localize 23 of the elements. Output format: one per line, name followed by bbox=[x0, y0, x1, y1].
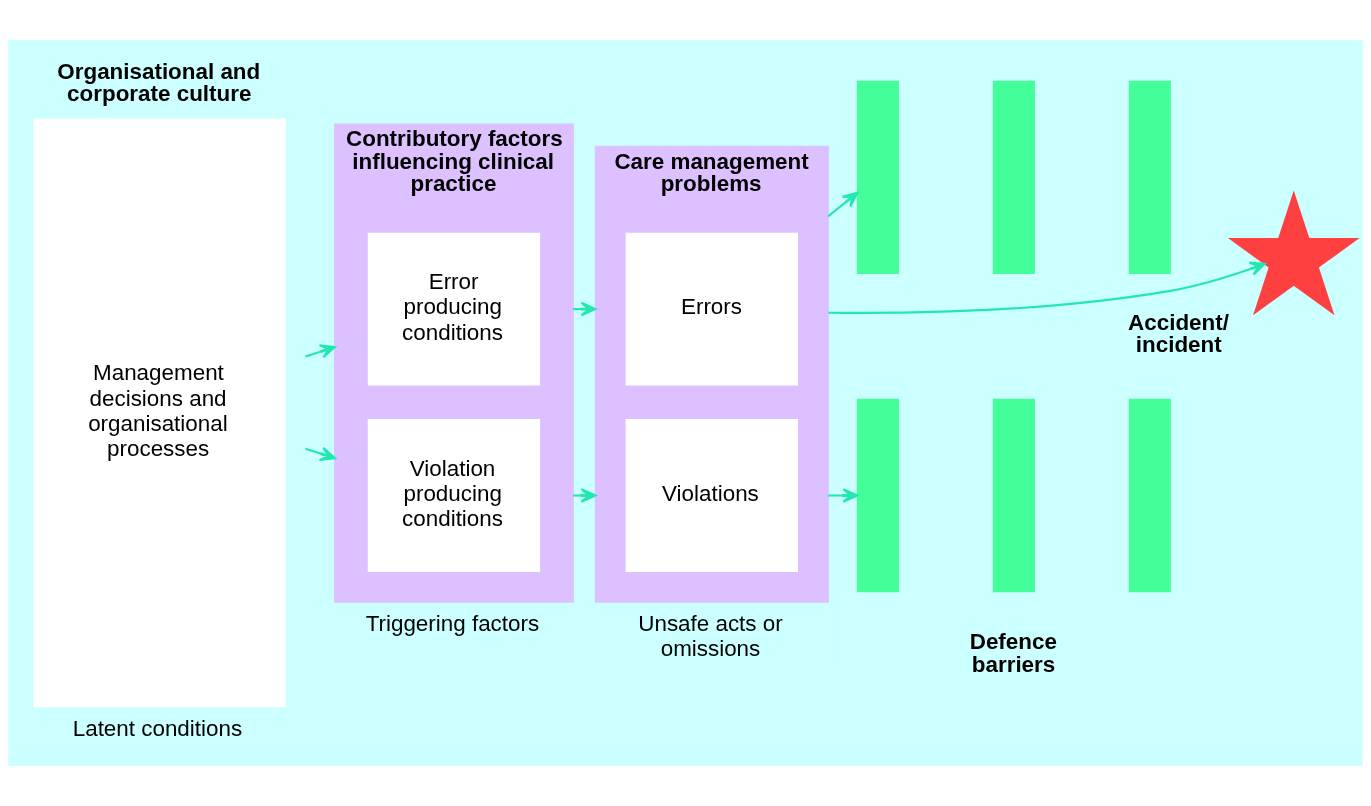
node-label: Latent conditions bbox=[72, 716, 243, 742]
node-bar bbox=[1128, 398, 1171, 593]
node-box: Management decisions and organisational processes bbox=[33, 118, 286, 708]
arrow bbox=[573, 488, 597, 503]
arrow bbox=[305, 446, 336, 461]
arrow bbox=[827, 191, 859, 218]
node-label: Organisational and corporate culture bbox=[57, 58, 261, 107]
arrow bbox=[305, 344, 336, 359]
node-bar bbox=[992, 80, 1035, 275]
node-bar bbox=[1128, 80, 1171, 275]
arrow bbox=[828, 488, 859, 503]
node-box: Violations bbox=[625, 419, 799, 572]
node-box: Violation producing conditions bbox=[367, 419, 541, 572]
node-bar bbox=[856, 398, 899, 593]
arrow bbox=[828, 261, 1266, 314]
node-label: Accident/ incident bbox=[1128, 309, 1229, 358]
node-box: Errors bbox=[625, 232, 799, 386]
node-box: Error producing conditions bbox=[367, 232, 541, 386]
node-label: Triggering factors bbox=[365, 611, 540, 637]
label: Defence barriers bbox=[969, 629, 1057, 677]
node-bar bbox=[992, 398, 1035, 593]
node-bar bbox=[856, 80, 899, 275]
node-label: Unsafe acts or omissions bbox=[638, 611, 783, 662]
